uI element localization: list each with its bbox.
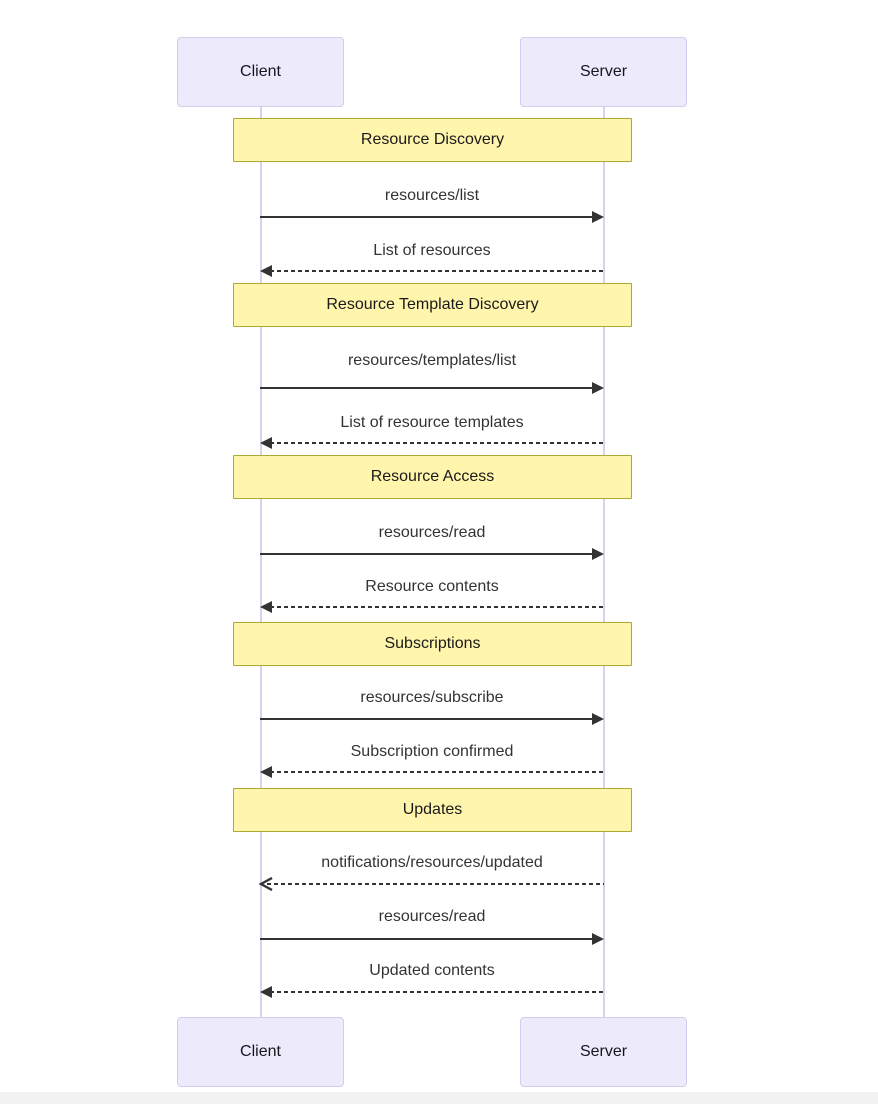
message-arrow (260, 548, 604, 560)
note-updates: Updates (233, 788, 632, 832)
arrow-line (270, 771, 604, 773)
filled-arrowhead-icon (260, 986, 272, 998)
message-label: List of resource templates (340, 414, 524, 431)
note-title: Resource Template Discovery (326, 296, 539, 313)
message-arrow (260, 265, 604, 277)
arrow-line (267, 883, 604, 885)
message-arrow (260, 986, 604, 998)
message-label: notifications/resources/updated (321, 854, 543, 871)
message-arrow (258, 877, 604, 891)
server-lifeline (603, 107, 605, 1017)
arrow-line (270, 991, 604, 993)
message-label: resources/list (384, 187, 480, 204)
arrow-line (270, 606, 604, 608)
note-resource-discovery: Resource Discovery (233, 118, 632, 162)
actor-client-label: Client (240, 63, 281, 80)
note-resource-access: Resource Access (233, 455, 632, 499)
message-label: resources/read (378, 908, 486, 925)
note-subscriptions: Subscriptions (233, 622, 632, 666)
filled-arrowhead-icon (592, 211, 604, 223)
message-arrow (260, 766, 604, 778)
message-label: resources/templates/list (347, 352, 517, 369)
note-title: Subscriptions (384, 635, 481, 652)
note-title: Resource Access (370, 468, 495, 485)
actor-server-label: Server (579, 63, 628, 80)
actor-client-label: Client (240, 1043, 281, 1060)
message-label: Subscription confirmed (350, 743, 514, 760)
actor-client-top: Client (177, 37, 344, 107)
message-label: resources/read (378, 524, 486, 541)
actor-server-bottom: Server (520, 1017, 687, 1087)
open-arrowhead-icon (258, 877, 273, 891)
message-arrow (260, 211, 604, 223)
actor-server-top: Server (520, 37, 687, 107)
message-label: resources/subscribe (360, 689, 504, 706)
arrow-line (260, 938, 594, 940)
actor-server-label: Server (579, 1043, 628, 1060)
note-resource-template-discovery: Resource Template Discovery (233, 283, 632, 327)
message-label: Updated contents (369, 962, 495, 979)
filled-arrowhead-icon (592, 713, 604, 725)
message-arrow (260, 933, 604, 945)
message-label: Resource contents (365, 578, 499, 595)
filled-arrowhead-icon (260, 601, 272, 613)
message-label: List of resources (373, 242, 491, 259)
message-arrow (260, 437, 604, 449)
arrow-line (260, 553, 594, 555)
note-title: Resource Discovery (360, 131, 505, 148)
actor-client-bottom: Client (177, 1017, 344, 1087)
bottom-edge (0, 1092, 878, 1104)
client-lifeline (260, 107, 262, 1017)
arrow-line (260, 718, 594, 720)
arrow-line (270, 442, 604, 444)
message-arrow (260, 382, 604, 394)
filled-arrowhead-icon (260, 265, 272, 277)
arrow-line (260, 216, 594, 218)
filled-arrowhead-icon (592, 548, 604, 560)
message-arrow (260, 601, 604, 613)
filled-arrowhead-icon (592, 382, 604, 394)
filled-arrowhead-icon (592, 933, 604, 945)
note-title: Updates (402, 801, 463, 818)
arrow-line (260, 387, 594, 389)
filled-arrowhead-icon (260, 437, 272, 449)
message-arrow (260, 713, 604, 725)
arrow-line (270, 270, 604, 272)
filled-arrowhead-icon (260, 766, 272, 778)
